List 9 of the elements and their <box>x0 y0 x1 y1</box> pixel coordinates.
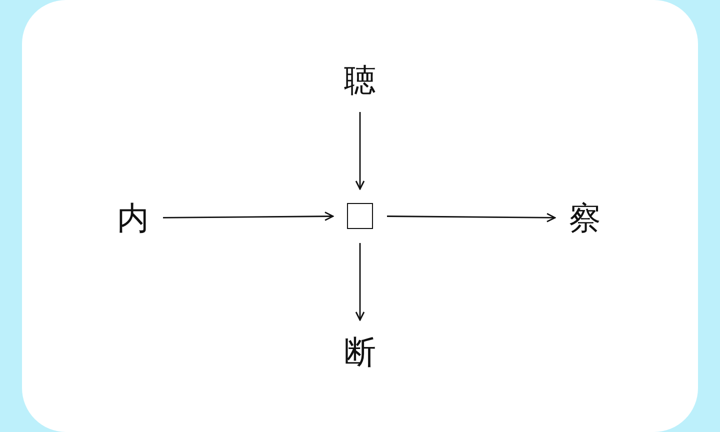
kanji-character: 聴 <box>344 62 376 98</box>
kanji-character: 断 <box>344 334 376 370</box>
answer-box <box>347 203 373 229</box>
arrow <box>387 212 556 222</box>
arrow <box>355 112 365 190</box>
arrow <box>355 243 365 321</box>
arrow <box>163 212 334 221</box>
kanji-character: 察 <box>569 200 601 236</box>
kanji-character: 内 <box>117 200 149 236</box>
